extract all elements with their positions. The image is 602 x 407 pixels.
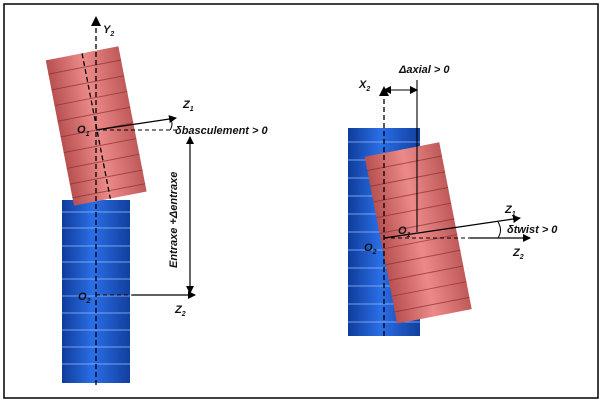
twist-label: δtwist > 0: [507, 224, 558, 236]
z1-left-label: Z1: [182, 99, 194, 113]
figure-frame: [3, 3, 599, 399]
x2-label: X2: [358, 79, 370, 93]
basculement-label: δbasculement > 0: [175, 125, 268, 137]
z2-right-label: Z2: [512, 247, 524, 261]
z1-right-label: Z1: [504, 204, 516, 218]
o1-right-label: O1: [398, 225, 411, 239]
left-blue-gear: [62, 200, 130, 383]
y2-label: Y2: [103, 24, 114, 38]
o1-left-label: O1: [77, 124, 90, 138]
entraxe-label: Entraxe +Δentraxe: [168, 172, 180, 268]
o2-left-label: O2: [78, 291, 91, 305]
z2-left-label: Z2: [174, 304, 186, 318]
axial-label: Δaxial > 0: [398, 64, 450, 76]
o2-right-label: O2: [364, 242, 377, 256]
